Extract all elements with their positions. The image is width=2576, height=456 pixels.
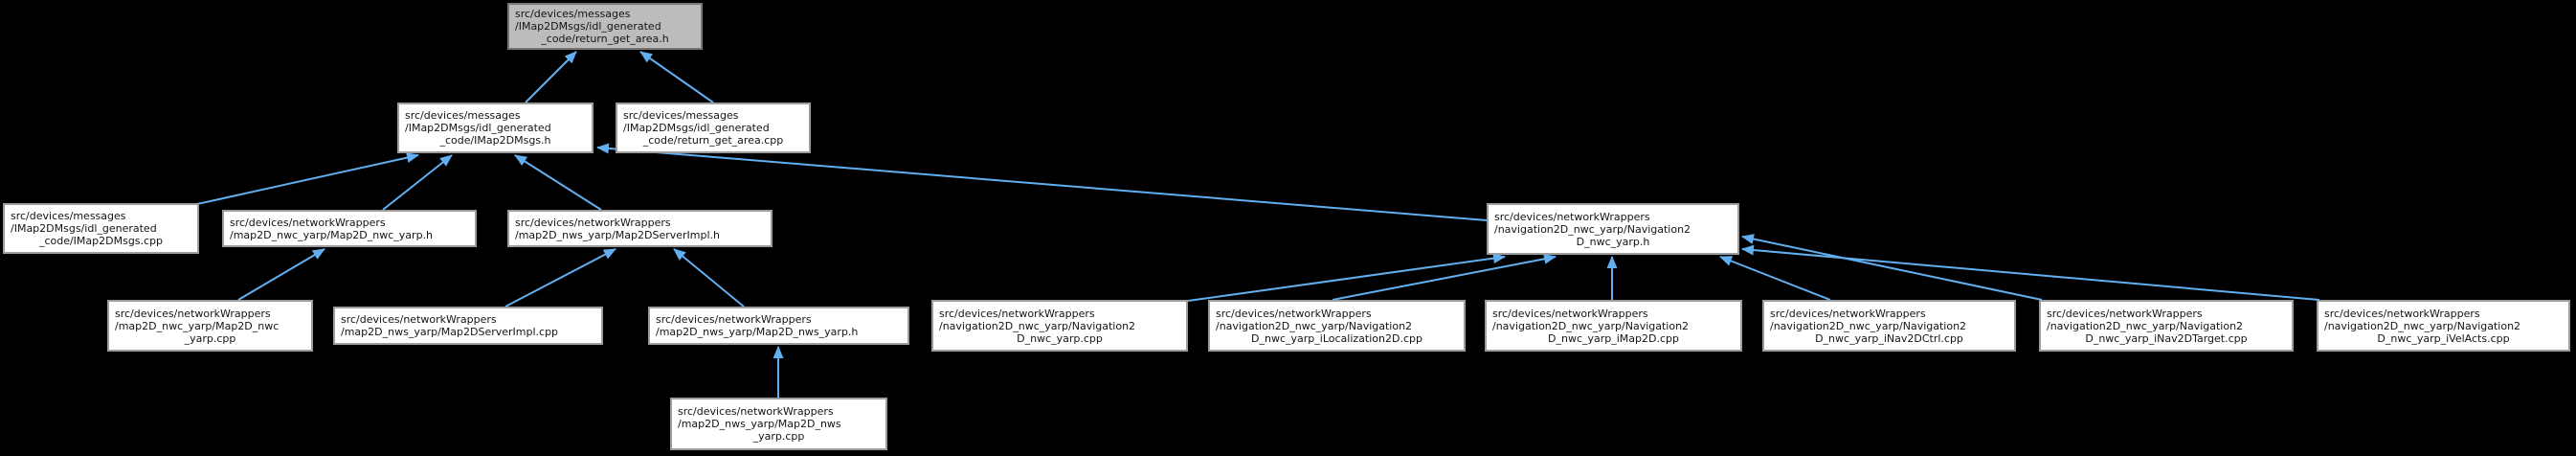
node-label-line: D_nwc_yarp.cpp bbox=[1017, 331, 1103, 345]
node-label-line: src/devices/networkWrappers bbox=[2047, 307, 2203, 320]
include-edge-map2d_nwc_yarp_h-to-imap2dmsgs_h bbox=[382, 154, 453, 211]
graph-node-map2d_nwc_yarp_h[interactable]: src/devices/networkWrappers/map2D_nwc_ya… bbox=[222, 210, 477, 247]
node-label-line: /navigation2D_nwc_yarp/Navigation2 bbox=[2324, 319, 2521, 332]
graph-node-imap2dmsgs_cpp[interactable]: src/devices/messages/IMap2DMsgs/idl_gene… bbox=[3, 203, 199, 254]
node-label-line: /IMap2DMsgs/idl_generated bbox=[623, 122, 770, 134]
graph-node-return_get_area_h[interactable]: src/devices/messages/IMap2DMsgs/idl_gene… bbox=[507, 3, 703, 50]
graph-node-map2dserverimpl_cpp[interactable]: src/devices/networkWrappers/map2D_nws_ya… bbox=[333, 307, 603, 345]
graph-node-map2dserverimpl_h[interactable]: src/devices/networkWrappers/map2D_nws_ya… bbox=[507, 210, 773, 247]
node-label-line: src/devices/networkWrappers bbox=[2324, 307, 2480, 320]
graph-node-navigation2d_nwc_yarp_ilocalization2d_cpp[interactable]: src/devices/networkWrappers/navigation2D… bbox=[1208, 300, 1466, 352]
include-edge-navigation2d_nwc_yarp_ivelacts_cpp-to-navigation2d_nwc_yarp_h bbox=[1741, 244, 2320, 301]
include-edge-imap2dmsgs_cpp-to-imap2dmsgs_h bbox=[196, 152, 419, 205]
node-label-line: src/devices/networkWrappers bbox=[341, 313, 497, 326]
include-edge-navigation2d_nwc_yarp_inav2dctrl_cpp-to-navigation2d_nwc_yarp_h bbox=[1719, 256, 1831, 301]
node-label-line: src/devices/networkWrappers bbox=[678, 405, 834, 418]
include-edge-navigation2d_nwc_yarp_ilocalization2d_cpp-to-navigation2d_nwc_yarp_h bbox=[1332, 253, 1557, 301]
graph-node-map2d_nws_yarp_cpp[interactable]: src/devices/networkWrappers/map2D_nws_ya… bbox=[670, 398, 887, 450]
node-label-line: src/devices/networkWrappers bbox=[230, 216, 386, 229]
node-label-line: /navigation2D_nwc_yarp/Navigation2 bbox=[1770, 319, 1967, 332]
graph-node-map2d_nws_yarp_h[interactable]: src/devices/networkWrappers/map2D_nws_ya… bbox=[648, 307, 909, 345]
include-edge-navigation2d_nwc_yarp_cpp-to-navigation2d_nwc_yarp_h bbox=[1187, 253, 1506, 302]
node-label-line: /navigation2D_nwc_yarp/Navigation2 bbox=[1494, 222, 1691, 236]
node-label-line: _code/return_get_area.cpp bbox=[642, 134, 784, 147]
node-label-line: /IMap2DMsgs/idl_generated bbox=[405, 122, 551, 134]
graph-node-navigation2d_nwc_yarp_imap2d_cpp[interactable]: src/devices/networkWrappers/navigation2D… bbox=[1485, 300, 1742, 352]
graph-node-navigation2d_nwc_yarp_cpp[interactable]: src/devices/networkWrappers/navigation2D… bbox=[931, 300, 1188, 352]
node-label-line: /map2D_nws_yarp/Map2D_nws bbox=[678, 418, 841, 430]
node-label-line: D_nwc_yarp_iLocalization2D.cpp bbox=[1251, 331, 1422, 345]
node-label-line: src/devices/networkWrappers bbox=[1770, 307, 1926, 320]
node-label-line: /navigation2D_nwc_yarp/Navigation2 bbox=[1492, 319, 1690, 332]
node-label-line: D_nwc_yarp_iNav2DTarget.cpp bbox=[2085, 331, 2248, 345]
graph-node-map2d_nwc_yarp_cpp[interactable]: src/devices/networkWrappers/map2D_nwc_ya… bbox=[107, 300, 313, 352]
node-label-line: src/devices/messages bbox=[515, 8, 631, 20]
graph-node-navigation2d_nwc_yarp_h[interactable]: src/devices/networkWrappers/navigation2D… bbox=[1487, 203, 1739, 255]
node-label-line: D_nwc_yarp_iMap2D.cpp bbox=[1548, 331, 1679, 345]
include-edge-imap2dmsgs_h-to-return_get_area_h bbox=[525, 51, 577, 103]
node-label-line: /map2D_nwc_yarp/Map2D_nwc_yarp.h bbox=[230, 228, 434, 241]
node-label-line: /IMap2DMsgs/idl_generated bbox=[11, 222, 157, 235]
node-label-line: /map2D_nws_yarp/Map2D_nws_yarp.h bbox=[656, 326, 859, 338]
node-label-line: src/devices/networkWrappers bbox=[1216, 307, 1372, 320]
node-label-line: src/devices/networkWrappers bbox=[656, 313, 812, 326]
node-label-line: src/devices/networkWrappers bbox=[939, 307, 1095, 320]
node-label-line: src/devices/networkWrappers bbox=[515, 216, 671, 229]
include-edge-map2d_nwc_yarp_cpp-to-map2d_nwc_yarp_h bbox=[237, 248, 325, 301]
node-label-line: /map2D_nws_yarp/Map2DServerImpl.h bbox=[515, 228, 720, 241]
include-edge-map2dserverimpl_h-to-imap2dmsgs_h bbox=[514, 154, 602, 211]
node-label-line: D_nwc_yarp.h bbox=[1576, 235, 1650, 248]
node-label-line: /navigation2D_nwc_yarp/Navigation2 bbox=[939, 319, 1136, 332]
node-label-line: /navigation2D_nwc_yarp/Navigation2 bbox=[1216, 319, 1413, 332]
include-edge-navigation2d_nwc_yarp_inav2dtarget_cpp-to-navigation2d_nwc_yarp_h bbox=[1741, 234, 2043, 301]
node-label-line: D_nwc_yarp_iNav2DCtrl.cpp bbox=[1815, 331, 1963, 345]
node-label-line: src/devices/networkWrappers bbox=[1492, 307, 1648, 320]
graph-node-navigation2d_nwc_yarp_inav2dctrl_cpp[interactable]: src/devices/networkWrappers/navigation2D… bbox=[1762, 300, 2016, 352]
node-label-line: /map2D_nws_yarp/Map2DServerImpl.cpp bbox=[341, 326, 559, 338]
node-label-line: _code/IMap2DMsgs.h bbox=[439, 134, 551, 147]
node-label-line: _code/return_get_area.h bbox=[541, 33, 669, 45]
node-label-line: _code/IMap2DMsgs.cpp bbox=[38, 235, 164, 247]
node-label-line: D_nwc_yarp_iVelActs.cpp bbox=[2377, 331, 2510, 345]
node-label-line: _yarp.cpp bbox=[752, 430, 805, 443]
node-label-line: /IMap2DMsgs/idl_generated bbox=[515, 20, 661, 33]
node-label-line: /navigation2D_nwc_yarp/Navigation2 bbox=[2047, 319, 2244, 332]
node-label-line: src/devices/messages bbox=[623, 109, 739, 122]
graph-node-navigation2d_nwc_yarp_inav2dtarget_cpp[interactable]: src/devices/networkWrappers/navigation2D… bbox=[2039, 300, 2294, 352]
node-label-line: src/devices/messages bbox=[11, 210, 126, 222]
graph-node-return_get_area_cpp[interactable]: src/devices/messages/IMap2DMsgs/idl_gene… bbox=[616, 103, 811, 153]
node-label-line: _yarp.cpp bbox=[184, 331, 236, 345]
node-label-line: /map2D_nwc_yarp/Map2D_nwc bbox=[115, 319, 280, 332]
include-edge-map2d_nws_yarp_h-to-map2dserverimpl_h bbox=[673, 248, 745, 308]
node-label-line: src/devices/messages bbox=[405, 109, 521, 122]
node-label-line: src/devices/networkWrappers bbox=[1494, 210, 1650, 223]
graph-node-navigation2d_nwc_yarp_ivelacts_cpp[interactable]: src/devices/networkWrappers/navigation2D… bbox=[2317, 300, 2570, 352]
graph-node-imap2dmsgs_h[interactable]: src/devices/messages/IMap2DMsgs/idl_gene… bbox=[397, 103, 594, 153]
include-edge-return_get_area_cpp-to-return_get_area_h bbox=[639, 51, 714, 103]
node-label-line: src/devices/networkWrappers bbox=[115, 307, 271, 320]
include-edge-map2dserverimpl_cpp-to-map2dserverimpl_h bbox=[504, 248, 616, 308]
